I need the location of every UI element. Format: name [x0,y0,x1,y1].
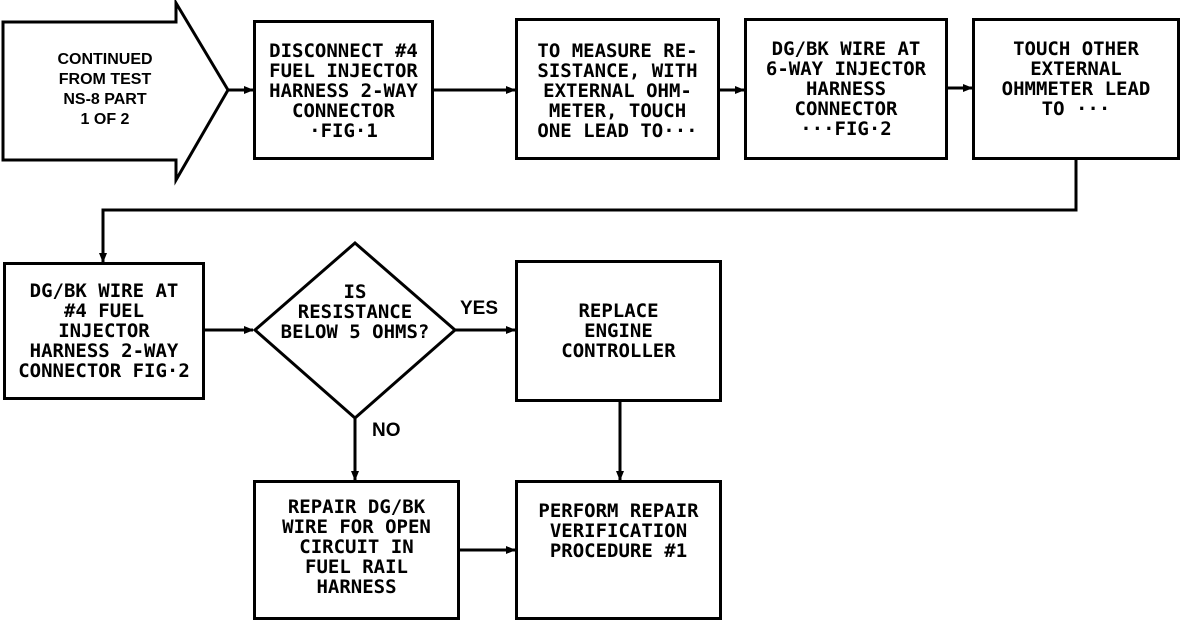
step-disconnect-injector-text: DISCONNECT #4 FUEL INJECTOR HARNESS 2-WA… [269,40,418,142]
no-label: NO [372,420,401,441]
start-arrow-shape [1,0,230,186]
step-replace-controller-text: REPLACE ENGINE CONTROLLER [561,300,676,362]
connector-step4-to-step5 [99,158,1078,263]
step-touch-other-lead-text: TOUCH OTHER EXTERNAL OHMMETER LEAD TO ··… [1001,38,1151,120]
step-repair-wire-text: REPAIR DG/BK WIRE FOR OPEN CIRCUIT IN FU… [282,496,431,598]
step-measure-resistance-text: TO MEASURE RE- SISTANCE, WITH EXTERNAL O… [537,40,698,142]
step-repair-verification: PERFORM REPAIR VERIFICATION PROCEDURE #1 [515,480,722,620]
decision-text: IS RESISTANCE BELOW 5 OHMS? [280,281,430,343]
step-repair-wire: REPAIR DG/BK WIRE FOR OPEN CIRCUIT IN FU… [253,480,460,620]
step-measure-resistance: TO MEASURE RE- SISTANCE, WITH EXTERNAL O… [515,18,720,160]
step-touch-other-lead: TOUCH OTHER EXTERNAL OHMMETER LEAD TO ··… [972,18,1180,160]
start-node-text: CONTINUED FROM TEST NS-8 PART 1 OF 2 [57,51,153,128]
step-2way-connector-text: DG/BK WIRE AT #4 FUEL INJECTOR HARNESS 2… [18,280,190,382]
step-repair-verification-text: PERFORM REPAIR VERIFICATION PROCEDURE #1 [538,500,699,562]
step-6way-connector: DG/BK WIRE AT 6-WAY INJECTOR HARNESS CON… [744,18,948,160]
step-replace-controller: REPLACE ENGINE CONTROLLER [515,260,722,402]
step-disconnect-injector: DISCONNECT #4 FUEL INJECTOR HARNESS 2-WA… [253,20,434,160]
step-2way-connector: DG/BK WIRE AT #4 FUEL INJECTOR HARNESS 2… [3,262,205,400]
step-6way-connector-text: DG/BK WIRE AT 6-WAY INJECTOR HARNESS CON… [765,38,927,140]
yes-label: YES [460,298,499,319]
